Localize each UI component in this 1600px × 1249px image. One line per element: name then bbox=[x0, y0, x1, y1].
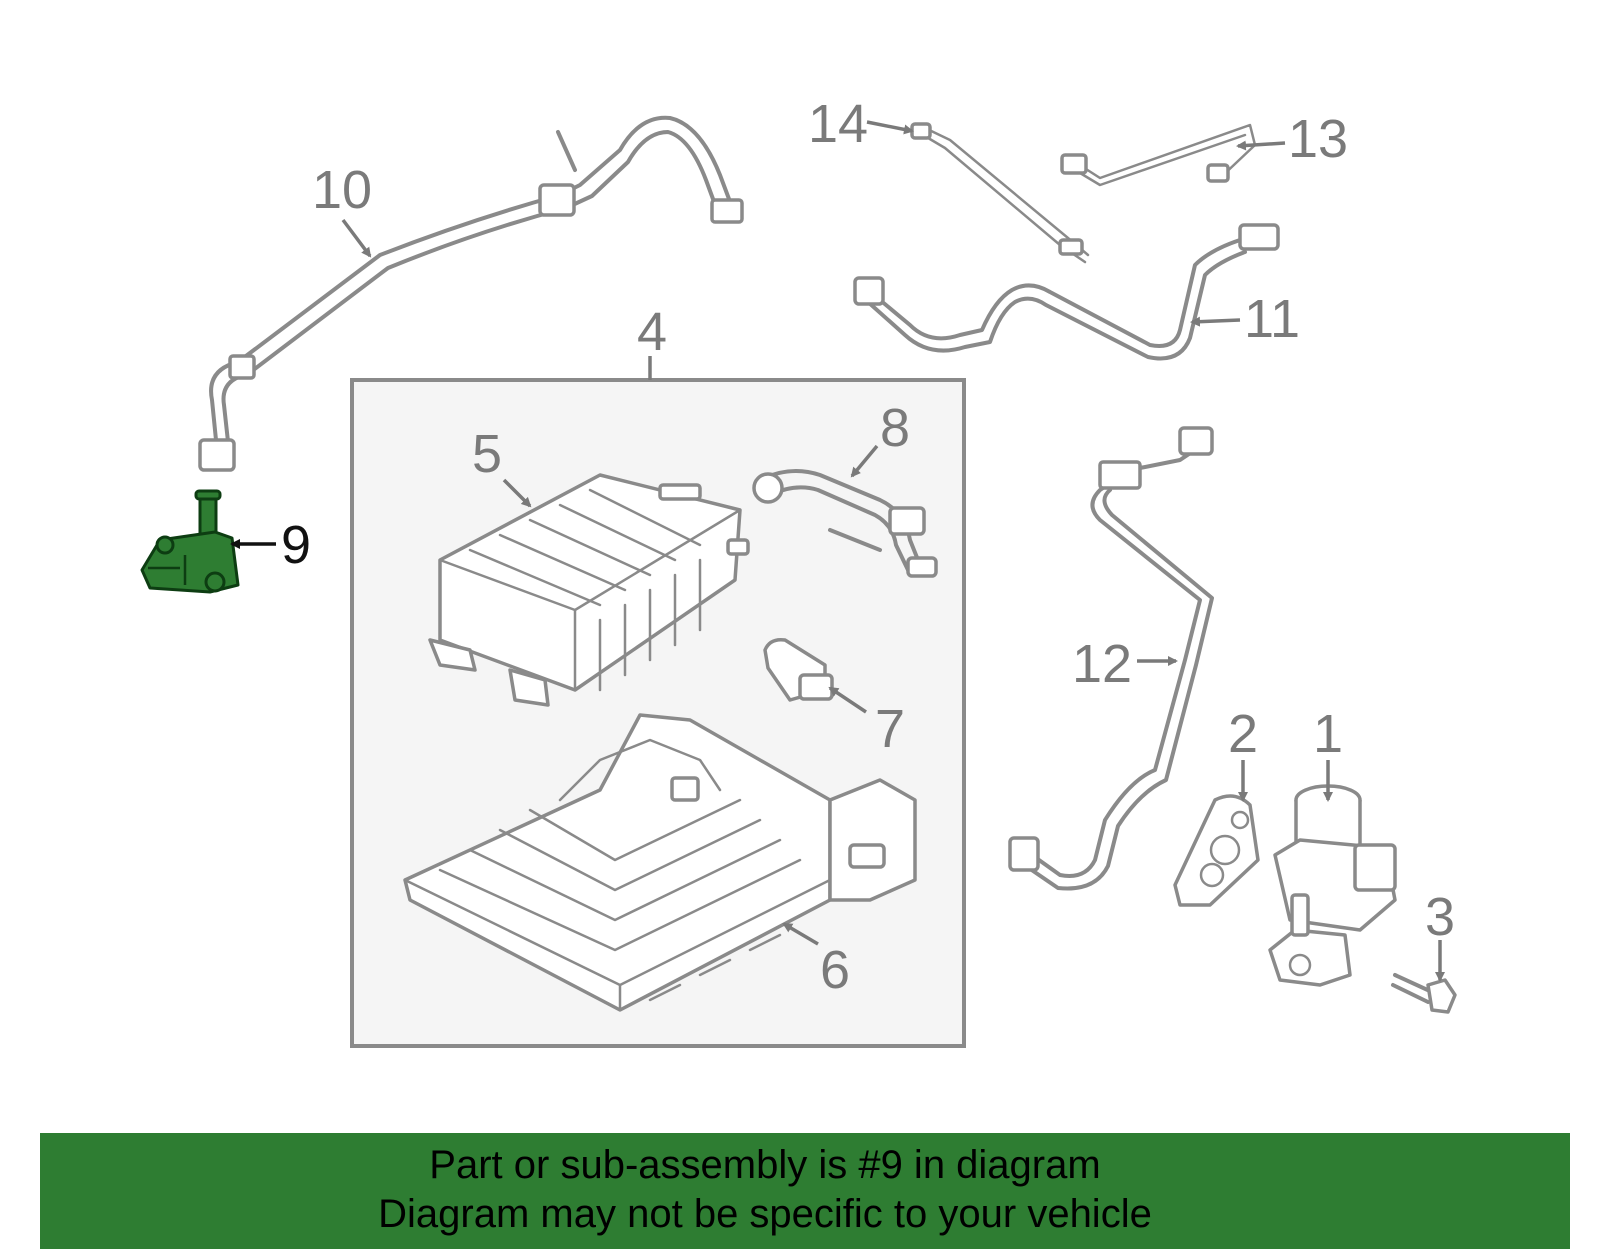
part-1-valve[interactable] bbox=[1268, 784, 1397, 987]
callout-1: 1 bbox=[1313, 704, 1343, 764]
leader-7 bbox=[828, 686, 867, 714]
part-6-tray[interactable] bbox=[403, 713, 917, 1012]
part-13-sensor[interactable] bbox=[1060, 123, 1257, 187]
callout-8: 8 bbox=[880, 398, 910, 458]
callout-6: 6 bbox=[820, 940, 850, 1000]
banner-line-1: Part or sub-assembly is #9 in diagram bbox=[429, 1143, 1101, 1187]
part-10-hose[interactable] bbox=[198, 115, 744, 472]
part-5-canister[interactable] bbox=[428, 473, 750, 707]
part-14-sensor[interactable] bbox=[910, 122, 1090, 264]
part-9-highlighted[interactable] bbox=[140, 489, 240, 594]
callout-12: 12 bbox=[1072, 634, 1132, 694]
leader-6 bbox=[782, 922, 819, 946]
callout-14: 14 bbox=[808, 94, 868, 154]
banner-line-2: Diagram may not be specific to your vehi… bbox=[378, 1192, 1152, 1236]
callout-4: 4 bbox=[637, 302, 667, 362]
callout-3: 3 bbox=[1425, 887, 1455, 947]
part-11-tube[interactable] bbox=[853, 223, 1280, 361]
callout-5: 5 bbox=[472, 424, 502, 484]
part-7-connector[interactable] bbox=[763, 637, 834, 702]
part-2-gasket[interactable] bbox=[1173, 794, 1260, 907]
part-8-fitting[interactable] bbox=[752, 469, 938, 578]
callout-7: 7 bbox=[875, 699, 905, 759]
leader-14 bbox=[866, 120, 914, 135]
callout-13: 13 bbox=[1288, 109, 1348, 169]
leader-10 bbox=[341, 218, 372, 258]
callout-9: 9 bbox=[281, 515, 311, 575]
callout-11: 11 bbox=[1244, 289, 1300, 349]
callout-2: 2 bbox=[1228, 704, 1258, 764]
leader-5 bbox=[502, 478, 532, 508]
part-12-tube[interactable] bbox=[1008, 426, 1214, 891]
leader-13 bbox=[1236, 140, 1286, 151]
info-banner: Part or sub-assembly is #9 in diagram Di… bbox=[40, 1133, 1570, 1249]
part-3-bolt[interactable] bbox=[1391, 973, 1457, 1014]
leader-8 bbox=[850, 444, 879, 478]
leader-11 bbox=[1190, 316, 1241, 327]
callout-10: 10 bbox=[312, 160, 372, 220]
